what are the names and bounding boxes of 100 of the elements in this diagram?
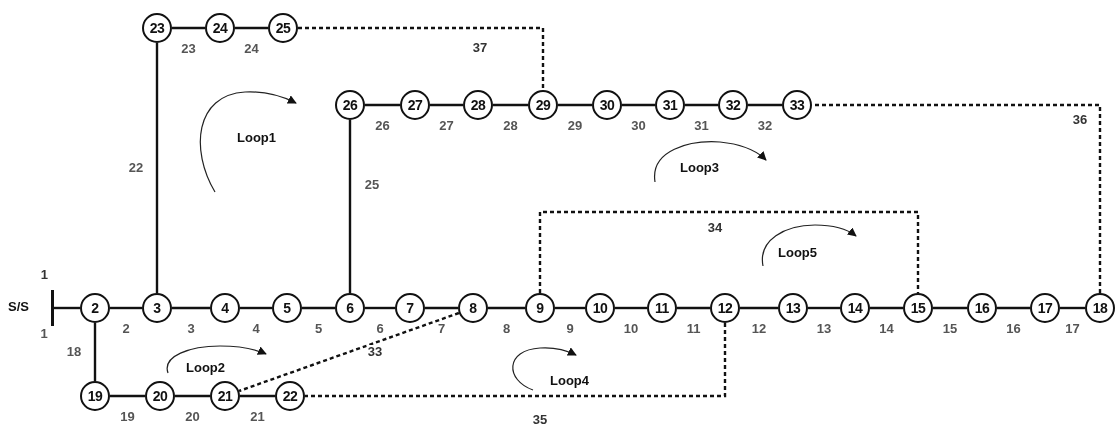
edge-label: 30: [630, 119, 647, 133]
branch-line: [240, 394, 275, 398]
edge-label: 6: [375, 322, 385, 336]
branch-line: [172, 26, 205, 30]
bus-node: 31: [655, 90, 685, 120]
bus-node: 21: [210, 381, 240, 411]
branch-line: [808, 306, 840, 310]
dashed-line: [298, 26, 545, 90]
substation-label: S/S: [8, 300, 29, 314]
bus-node: 18: [1085, 293, 1115, 323]
branch-line: [93, 323, 97, 381]
edge-label: 18: [65, 345, 83, 359]
bus-node: 19: [80, 381, 110, 411]
branch-line: [240, 306, 272, 310]
edge-label: 3: [186, 322, 196, 336]
bus-node: 23: [142, 13, 172, 43]
branch-line: [235, 26, 268, 30]
bus-node: 15: [903, 293, 933, 323]
bus-node: 5: [272, 293, 302, 323]
branch-line: [302, 306, 335, 310]
edge-label: 12: [750, 322, 768, 336]
edge-label: 28: [502, 119, 519, 133]
bus-node: 3: [142, 293, 172, 323]
loop-label: Loop2: [186, 361, 225, 375]
branch-line: [555, 306, 585, 310]
loop-label: Loop3: [680, 161, 719, 175]
edge-label: 26: [374, 119, 391, 133]
bus-node: 30: [592, 90, 622, 120]
bus-node: 17: [1030, 293, 1060, 323]
branch-line: [155, 43, 159, 293]
dashed-line: [305, 323, 727, 398]
branch-line: [365, 306, 395, 310]
edge-label: 31: [693, 119, 710, 133]
edge-label: 34: [706, 221, 724, 235]
edge-label: 9: [565, 322, 575, 336]
branch-line: [430, 103, 463, 107]
bus-node: 22: [275, 381, 305, 411]
bus-node: 9: [525, 293, 555, 323]
loop-label: Loop1: [237, 131, 276, 145]
edge-label: 32: [756, 119, 774, 133]
bus-node: 11: [647, 293, 677, 323]
branch-line: [110, 394, 145, 398]
edge-label: 2: [121, 322, 131, 336]
edge-label: 4: [251, 322, 261, 336]
dashed-line: [538, 210, 920, 293]
branch-line: [54, 306, 80, 310]
branch-line: [1060, 306, 1085, 310]
edge-label: 17: [1064, 322, 1081, 336]
branch-line: [110, 306, 142, 310]
branch-line: [348, 120, 352, 293]
edge-label: 21: [249, 410, 266, 424]
branch-line: [175, 394, 210, 398]
edge-label: 35: [531, 413, 549, 427]
edge-label: 15: [941, 322, 959, 336]
bus-node: 26: [335, 90, 365, 120]
branch-line: [488, 306, 525, 310]
edge-label: 16: [1005, 322, 1022, 336]
loop-label: Loop5: [778, 246, 817, 260]
edge-label: 8: [501, 322, 512, 336]
edge-label: 13: [815, 322, 833, 336]
bus-node: 27: [400, 90, 430, 120]
edge-label: 36: [1071, 113, 1089, 127]
bus-node: 20: [145, 381, 175, 411]
branch-line: [425, 306, 458, 310]
branch-line: [622, 103, 655, 107]
bus-node: 13: [778, 293, 808, 323]
bus-number: 1: [40, 268, 48, 282]
edge-label: 19: [119, 410, 136, 424]
edge-label: 22: [127, 161, 145, 175]
branch-line: [997, 306, 1030, 310]
edge-label: 24: [243, 42, 260, 56]
edge-label: 14: [878, 322, 895, 336]
edge-label: 37: [471, 41, 489, 55]
edge-label: 1: [39, 327, 49, 341]
branch-line: [740, 306, 778, 310]
dashed-line: [238, 311, 460, 393]
branch-line: [677, 306, 710, 310]
bus-node: 6: [335, 293, 365, 323]
branch-line: [748, 103, 782, 107]
bus-node: 24: [205, 13, 235, 43]
bus-node: 33: [782, 90, 812, 120]
bus-node: 2: [80, 293, 110, 323]
edge-label: 5: [313, 322, 324, 336]
bus-node: 4: [210, 293, 240, 323]
branch-line: [558, 103, 592, 107]
bus-node: 32: [718, 90, 748, 120]
edge-label: 11: [685, 322, 702, 336]
loop-label: Loop4: [550, 374, 589, 388]
edge-label: 25: [363, 178, 381, 192]
bus-node: 29: [528, 90, 558, 120]
bus-node: 12: [710, 293, 740, 323]
bus-node: 25: [268, 13, 298, 43]
bus-node: 14: [840, 293, 870, 323]
bus-node: 28: [463, 90, 493, 120]
edge-label: 23: [180, 42, 197, 56]
edge-label: 33: [366, 345, 384, 359]
edge-label: 10: [622, 322, 640, 336]
dashed-line: [812, 103, 1102, 293]
branch-line: [685, 103, 718, 107]
bus-node: 10: [585, 293, 615, 323]
